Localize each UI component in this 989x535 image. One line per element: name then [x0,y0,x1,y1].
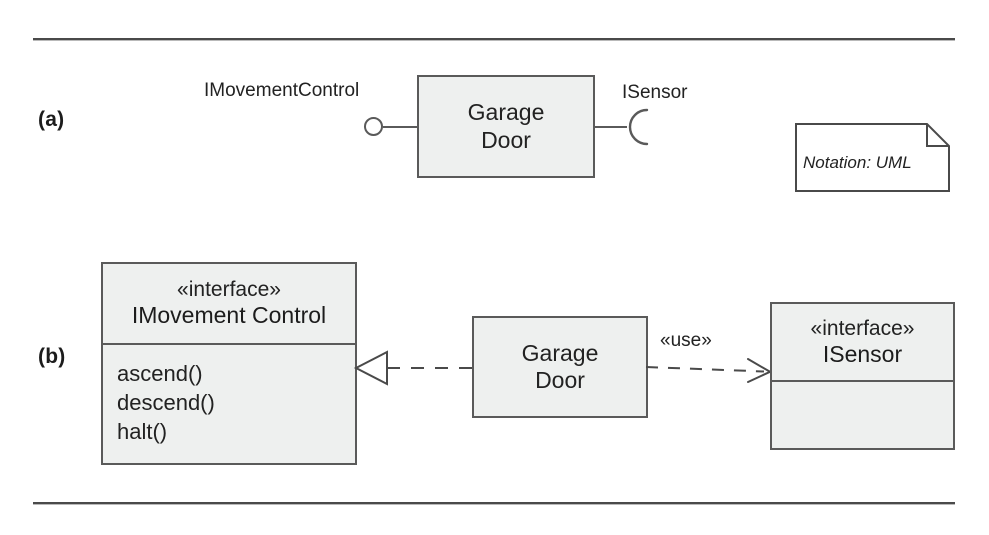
dependency-stereotype-label: «use» [660,330,712,351]
figure-top-rule [33,38,955,41]
provided-interface-caption: IMovementControl [204,80,360,101]
realization-relationship [350,347,480,389]
interface-stereotype: «interface» [177,278,281,301]
component-garage-door-a: Garage Door [417,75,595,178]
interface-stereotype: «interface» [810,316,915,340]
operation-item: ascend() [117,361,203,386]
note-notation-uml: Notation: UML [795,123,950,192]
operation-item: halt() [117,419,168,445]
component-name-line1: Garage [467,99,545,126]
use-dependency-relationship [644,352,776,390]
note-text: Notation: UML [803,153,912,172]
part-label-a: (a) [38,108,65,131]
interface-header-compartment: «interface» IMovement Control [103,264,355,345]
component-garage-door-b: Garage Door [472,316,648,418]
provided-interface-lollipop-icon [364,117,383,136]
component-name-line2: Door [535,367,585,393]
component-name-line1: Garage [521,339,599,366]
interface-name: IMovement Control [131,302,327,328]
provided-interface-connector [383,126,419,128]
interface-class-imovement-control: «interface» IMovement Control ascend() d… [101,262,357,465]
figure-bottom-rule [33,502,955,505]
interface-class-isensor: «interface» ISensor [770,302,955,450]
part-label-b: (b) [38,345,66,368]
interface-name: ISensor [822,340,903,367]
component-name-line2: Door [481,126,531,153]
interface-operations-compartment: ascend() descend() halt() [103,345,355,446]
component-garage-door-b-label: Garage Door [474,340,646,394]
required-interface-socket-icon [625,108,653,146]
component-garage-door-a-label: Garage Door [419,99,593,153]
isensor-header-compartment: «interface» ISensor [772,304,953,382]
required-interface-connector [595,126,627,128]
operation-item: descend() [117,390,215,416]
isensor-operations-compartment [772,382,953,450]
required-interface-caption: ISensor [622,82,688,103]
